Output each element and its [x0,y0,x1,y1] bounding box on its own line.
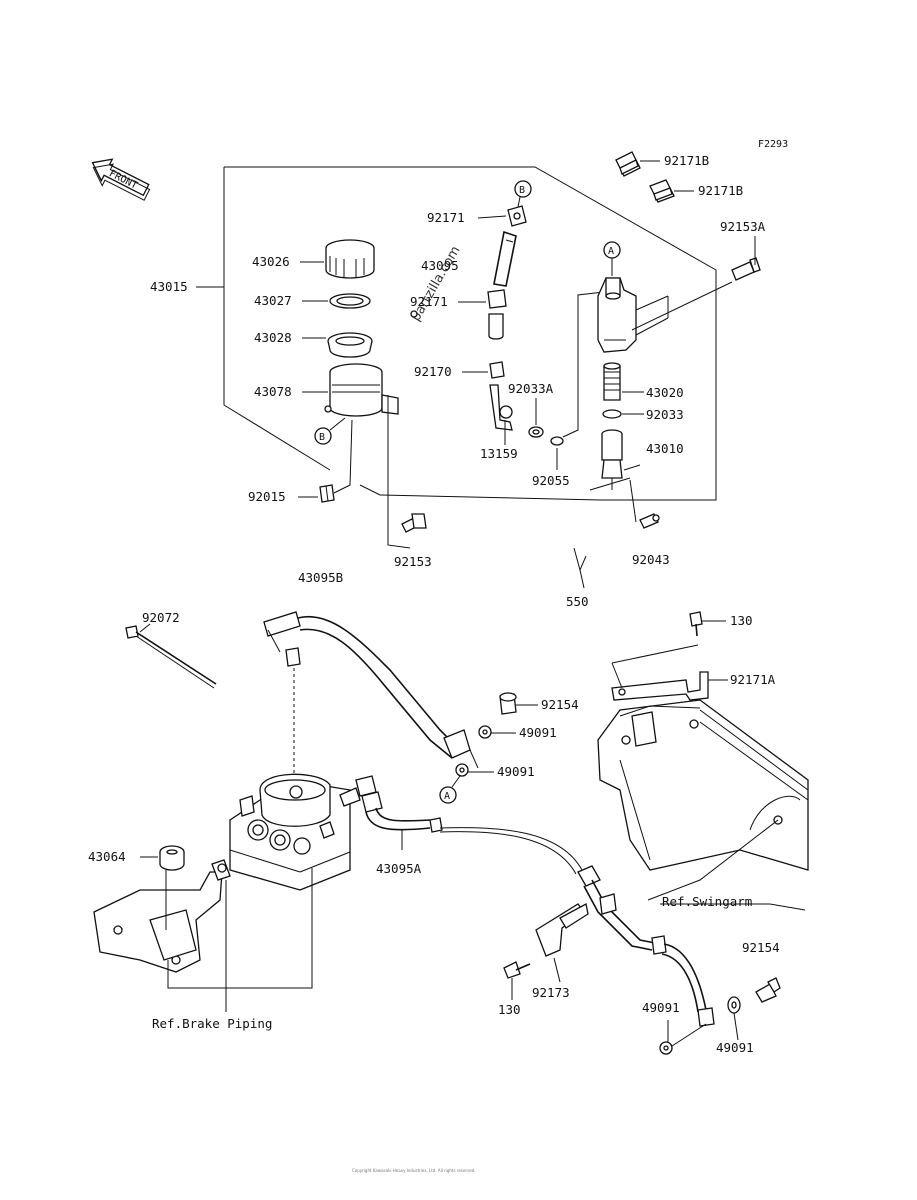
ref-swingarm: Ref.Swingarm [662,894,752,909]
svg-text:A: A [608,246,614,257]
marker-b-top: B [514,180,532,198]
clamp-92171a-icon [611,671,709,701]
piston-spring-icon [603,362,621,401]
front-arrow-icon: FRONT [91,158,151,201]
abs-unit-icon [229,773,361,891]
brake-hose-43095b-icon [263,611,471,790]
pushrod-icon [589,429,631,491]
banjo-bolt-rear-icon [755,977,781,1003]
watermark-icon [410,310,418,318]
washer-49091-c-icon [659,1041,673,1055]
callout-43020: 43020 [646,385,684,400]
callout-92033: 92033 [646,407,684,422]
callout-92170: 92170 [414,364,452,379]
callout-49091-c: 49091 [642,1000,680,1015]
svg-text:A: A [444,791,450,802]
cotter-pin-icon [573,547,587,589]
callout-43010: 43010 [646,441,684,456]
bolt-92153a-icon [731,257,761,281]
marker-a-top: A [603,241,621,259]
assembly-frame-right [224,166,717,501]
callout-43095a: 43095A [376,861,422,876]
callout-92171b-2: 92171B [698,183,743,198]
callout-43095b: 43095B [298,570,343,585]
assembly-frame-left [223,167,331,471]
callout-43095-top: 43095 [421,258,459,273]
pin-92043-icon [639,513,660,529]
bolt-130-top-icon [689,611,703,637]
callout-92173: 92173 [532,985,570,1000]
gasket-icon [329,293,371,309]
tube-icon [488,313,504,340]
callout-92043: 92043 [632,552,670,567]
callout-13159: 13159 [480,446,518,461]
callout-43028: 43028 [254,330,292,345]
diagram-code: F2293 [758,139,788,150]
washer-49091-d-icon [727,996,741,1014]
callout-92171a: 92171A [730,672,776,687]
callout-92171b-1: 92171B [664,153,709,168]
washer-49091-b-icon [455,763,469,777]
ref-line-brake-piping-a [167,868,313,989]
callout-92033a: 92033A [508,381,554,396]
callout-43027: 43027 [254,293,292,308]
callout-49091-b: 49091 [497,764,535,779]
swingarm-reference-icon [597,699,809,871]
brake-hose-43095a-icon [355,775,583,875]
clamp-92171b-2-icon [649,179,675,203]
marker-b-bottom: B [314,427,332,445]
callout-43015: 43015 [150,279,188,294]
callout-92015: 92015 [248,489,286,504]
callout-49091-d: 49091 [716,1040,754,1055]
ref-brake-piping: Ref.Brake Piping [152,1016,272,1031]
bolt-92153-icon [401,513,427,533]
callout-92153a: 92153A [720,219,766,234]
callout-92171-mid: 92171 [410,294,448,309]
hose-clamp-top-icon [507,205,527,227]
callout-130-bottom: 130 [498,1002,521,1017]
hose-clamp-mid-icon [487,289,507,309]
callout-92153: 92153 [394,554,432,569]
callout-550: 550 [566,594,589,609]
circlip-92033-icon [602,409,622,419]
abs-bracket-icon [93,859,231,973]
cable-tie-icon [125,625,217,689]
copyright: Copyright Kawasaki Heavy Industries, Ltd… [352,1168,476,1173]
callout-43078: 43078 [254,384,292,399]
master-cylinder-body-icon [597,277,669,353]
rear-hose-icon [577,865,715,1027]
bracket-92173-icon [535,903,589,957]
grommet-icon [159,845,185,871]
reservoir-cap-icon [325,239,375,279]
callout-92055: 92055 [532,473,570,488]
bolt-130-bottom-icon [503,961,531,979]
callout-49091-a: 49091 [519,725,557,740]
assembly-frame-bottom [359,484,601,501]
diaphragm-icon [327,332,373,358]
callout-92171-top: 92171 [427,210,465,225]
callout-130-top: 130 [730,613,753,628]
callout-43026: 43026 [252,254,290,269]
small-clamp-icon [489,361,505,379]
marker-a-bottom: A [439,786,457,804]
svg-text:B: B [519,185,525,196]
callout-92072: 92072 [142,610,180,625]
callout-43064: 43064 [88,849,126,864]
reservoir-hose-icon [493,230,517,287]
o-ring-icon [550,436,564,446]
banjo-bolt-top-icon [499,692,517,715]
callout-92154-top: 92154 [541,697,579,712]
clamp-92171b-1-icon [615,151,641,177]
reservoir-body-icon [324,363,399,417]
clip-icon [319,484,335,503]
ring-92033a-icon [528,426,544,438]
leader-92153a [631,281,733,331]
hose-fitting-icon [489,384,513,431]
callout-92154-right: 92154 [742,940,780,955]
washer-49091-a-icon [478,725,492,739]
svg-text:B: B [319,432,325,443]
